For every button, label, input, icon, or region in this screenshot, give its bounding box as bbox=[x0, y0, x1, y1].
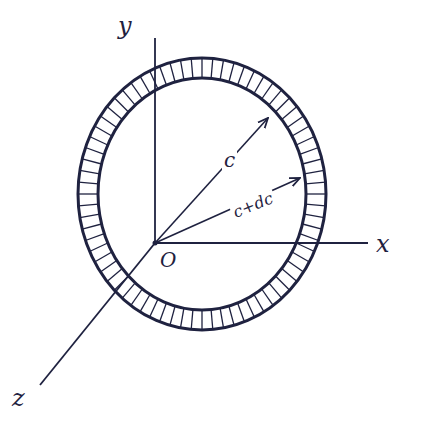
hatch-stroke bbox=[140, 295, 150, 312]
hatch-stroke bbox=[86, 148, 105, 155]
hatch-stroke bbox=[150, 71, 158, 89]
hatch-stroke bbox=[229, 63, 234, 82]
hatch-stroke bbox=[170, 306, 175, 325]
hatch-stroke bbox=[287, 116, 303, 128]
outer-boundary bbox=[78, 58, 326, 330]
hatch-stroke bbox=[300, 234, 319, 241]
hatch-stroke bbox=[300, 148, 319, 155]
radius-c-arrow bbox=[155, 118, 268, 243]
axis-label: z bbox=[12, 386, 25, 410]
hatch-stroke bbox=[276, 98, 290, 112]
hatch-stroke bbox=[82, 159, 101, 164]
axis-label: y bbox=[118, 14, 132, 38]
hatch-stroke bbox=[131, 83, 142, 99]
z-axis bbox=[40, 243, 155, 385]
hatch-stroke bbox=[140, 76, 150, 93]
hatch-stroke bbox=[79, 204, 99, 206]
hatch-stroke bbox=[229, 306, 234, 325]
hatch-stroke bbox=[246, 299, 254, 317]
hatch-stroke bbox=[306, 182, 326, 184]
hatch-stroke bbox=[306, 204, 326, 206]
hatch-stroke bbox=[306, 193, 326, 194]
y-axis bbox=[154, 38, 156, 243]
hatch-stroke bbox=[303, 224, 322, 229]
hatch-stroke bbox=[246, 71, 254, 89]
x-axis bbox=[155, 242, 368, 244]
radius-c-dc-arrow bbox=[155, 178, 300, 243]
hatch-stroke bbox=[100, 116, 116, 128]
hatch-stroke bbox=[304, 214, 324, 218]
hatch-stroke bbox=[220, 60, 223, 80]
hatch-stroke bbox=[107, 269, 122, 282]
hatch-stroke bbox=[296, 137, 314, 146]
hatch-stroke bbox=[82, 224, 101, 229]
hatch-stroke bbox=[238, 303, 245, 322]
hatch-stroke bbox=[254, 295, 264, 312]
hatch-stroke bbox=[90, 243, 108, 252]
hatch-stroke bbox=[191, 310, 193, 330]
hatch-stroke bbox=[114, 98, 128, 112]
radius-label: c+dc bbox=[229, 190, 277, 222]
hatch-stroke bbox=[160, 303, 167, 322]
hatch-stroke bbox=[95, 252, 112, 262]
origin-label: O bbox=[160, 250, 176, 270]
hatch-stroke bbox=[304, 170, 324, 174]
hatch-stroke bbox=[122, 283, 135, 298]
hatch-stroke bbox=[131, 289, 142, 305]
hatch-stroke bbox=[122, 90, 135, 105]
hatch-stroke bbox=[80, 214, 100, 218]
hatch-stroke bbox=[78, 193, 98, 194]
axis-label: x bbox=[376, 232, 390, 256]
hatch-stroke bbox=[201, 58, 202, 78]
hatch-stroke bbox=[211, 310, 213, 330]
hatch-stroke bbox=[220, 308, 223, 328]
hatch-stroke bbox=[90, 137, 108, 146]
hatch-stroke bbox=[262, 83, 273, 99]
hatch-stroke bbox=[95, 126, 112, 136]
hatch-stroke bbox=[282, 107, 297, 120]
hatch-stroke bbox=[107, 107, 122, 120]
hatch-stroke bbox=[269, 90, 282, 105]
hatch-stroke bbox=[292, 126, 309, 136]
hatch-stroke bbox=[262, 289, 273, 305]
hatch-stroke bbox=[287, 261, 303, 273]
hatch-stroke bbox=[296, 243, 314, 252]
hatch-stroke bbox=[191, 59, 193, 79]
hatch-stroke bbox=[79, 182, 99, 184]
hatch-stroke bbox=[160, 66, 167, 85]
hatch-stroke bbox=[181, 308, 184, 328]
hatch-stroke bbox=[282, 269, 297, 282]
hatch-stroke bbox=[292, 252, 309, 262]
hatch-stroke bbox=[170, 63, 175, 82]
hatch-stroke bbox=[269, 283, 282, 298]
radius-label: c bbox=[222, 150, 237, 170]
hatch-stroke bbox=[276, 276, 290, 290]
hatch-stroke bbox=[238, 66, 245, 85]
hatch-stroke bbox=[86, 234, 105, 241]
hatch-stroke bbox=[80, 170, 100, 174]
hatch-stroke bbox=[303, 159, 322, 164]
hatch-stroke bbox=[201, 310, 202, 330]
hatch-stroke bbox=[181, 60, 184, 80]
hatch-stroke bbox=[100, 261, 116, 273]
hatch-stroke bbox=[254, 76, 264, 93]
ring-hatching bbox=[78, 58, 326, 330]
origin-dot bbox=[153, 241, 158, 246]
hatch-stroke bbox=[150, 299, 158, 317]
hatch-stroke bbox=[211, 59, 213, 79]
